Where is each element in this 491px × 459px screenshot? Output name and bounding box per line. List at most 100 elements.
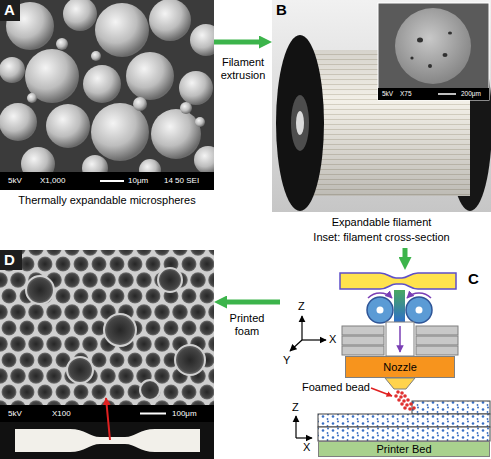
printer-schematic-part: [371, 388, 392, 396]
dogbone-specimen: [0, 398, 214, 459]
printer-bed-box: Printer Bed: [318, 441, 490, 457]
sem-foam-part-part: [26, 276, 54, 304]
spool-photo: [272, 0, 491, 212]
sem-microspheres-part-part: [82, 155, 108, 172]
nozzle-label: Nozzle: [383, 361, 417, 373]
printer-schematic-part-part: [412, 406, 416, 410]
printer-schematic-part: [318, 414, 490, 427]
panel-letter: D: [4, 252, 15, 269]
sem-microspheres-part-part: [180, 102, 192, 114]
printer-schematic-part: [318, 427, 490, 441]
sem-voltage: 5kV: [382, 91, 393, 98]
sem-microspheres-part-part: [27, 93, 37, 103]
axis-label: Y: [283, 355, 290, 366]
sem-foam: [0, 250, 214, 405]
sem-microspheres-part: [0, 0, 214, 172]
sem-microspheres-part-part: [149, 0, 191, 41]
sem-foam-part-part: [104, 314, 136, 346]
printer-schematic-part: [342, 346, 384, 355]
panel-letter: C: [468, 271, 479, 288]
printer-schematic-part: [385, 378, 415, 389]
sem-foam-part: [0, 250, 22, 270]
printer-schematic-part-part: [408, 407, 412, 411]
panel-caption: Thermally expandable microspheres: [0, 194, 214, 206]
sem-microspheres-part-part: [56, 38, 68, 50]
sem-foam-part-part: [140, 380, 160, 400]
sem-microspheres-part-part: [83, 65, 121, 103]
sem-magnification: X75: [400, 91, 412, 98]
sem-microspheres-part: [0, 0, 214, 172]
printer-schematic-part: [295, 416, 296, 438]
sem-microspheres-part-part: [190, 24, 214, 56]
sem-microspheres-part-part: [91, 103, 149, 161]
sem-info-bar: [0, 172, 214, 190]
sem-microspheres-part-part: [126, 52, 174, 100]
sem-microspheres-part-part: [0, 57, 25, 83]
printer-schematic-part: [416, 326, 458, 335]
printer-schematic-part-part: [399, 395, 403, 399]
sem-foam-part: [0, 250, 214, 405]
printer-schematic: [290, 273, 490, 441]
sem-info-bar-part: [100, 180, 124, 182]
sem-microspheres-part: [0, 0, 20, 21]
printer-schematic-part: [394, 390, 416, 411]
sem-magnification: X100: [52, 410, 71, 418]
printer-schematic-part: [386, 322, 414, 356]
panel-caption: Inset: filament cross-section: [272, 231, 491, 243]
panel-letter: A: [4, 2, 15, 19]
axis-label: Z: [292, 402, 299, 413]
printer-schematic-part: [302, 339, 326, 340]
sem-microspheres-part-part: [195, 117, 205, 127]
panel-c: C NozzlePrinter Bed: [280, 270, 491, 459]
printer-schematic-part: [301, 316, 302, 340]
sem-microspheres-part-part: [0, 103, 37, 141]
flow-arrow: [227, 300, 280, 305]
printer-schematic-part: [342, 326, 384, 335]
printer-schematic-part: [342, 336, 384, 345]
panel-d: D: [0, 250, 214, 459]
spool-photo-part: [296, 111, 304, 135]
axis-label: X: [329, 334, 336, 345]
inset-cross-section-part: [378, 3, 489, 100]
sem-foam-part-part: [175, 345, 205, 375]
printer-schematic-part-part: [394, 394, 398, 398]
sem-microspheres-part-part: [25, 49, 79, 103]
spool-photo-part: [272, 0, 491, 212]
panel-caption: Expandable filament: [272, 216, 491, 228]
axis-label: Z: [298, 301, 305, 312]
inset-cross-section-part: [410, 56, 413, 59]
inset-cross-section-part: [438, 93, 456, 95]
sem-microspheres-part-part: [91, 51, 101, 61]
printer-schematic-part-part: [409, 402, 413, 406]
printer-schematic-part: [394, 290, 405, 322]
scale-bar-label: 200μm: [461, 91, 481, 98]
edge-label: Filament extrusion: [215, 56, 271, 81]
sem-info-bar-part: [0, 172, 214, 190]
sem-microspheres-part-part: [21, 147, 55, 172]
printer-schematic-part: [399, 326, 401, 352]
sem-microspheres-part-part: [179, 71, 213, 105]
sem-microspheres-part-part: [63, 0, 97, 31]
printer-schematic-part: [416, 336, 458, 345]
inset-cross-section-part: [428, 64, 432, 68]
inset-cross-section-part: [417, 38, 423, 43]
printer-schematic-part: [412, 401, 490, 414]
sem-magnification: X1,000: [40, 177, 65, 185]
inset-cross-section-part: [395, 8, 471, 84]
spool-photo-part: [291, 95, 309, 151]
printer-schematic-part-part: [400, 391, 404, 395]
sem-voltage: 5kV: [8, 410, 22, 418]
printer-schematic-part: [406, 297, 432, 323]
printer-schematic-part-part: [405, 403, 409, 407]
printer-schematic-part: [416, 307, 423, 314]
sem-microspheres-part-part: [46, 104, 90, 148]
printer-schematic-part: [367, 297, 393, 323]
axis-label: X: [303, 442, 310, 453]
panel-letter: B: [276, 2, 287, 19]
printer-schematic-part-part: [403, 406, 407, 410]
printer-schematic-part: [368, 293, 392, 298]
dogbone-specimen-part: [106, 398, 110, 440]
printer-schematic-part: [340, 273, 456, 289]
sem-code: 14 50 SEI: [164, 177, 199, 185]
printer-schematic-part: [377, 307, 384, 314]
